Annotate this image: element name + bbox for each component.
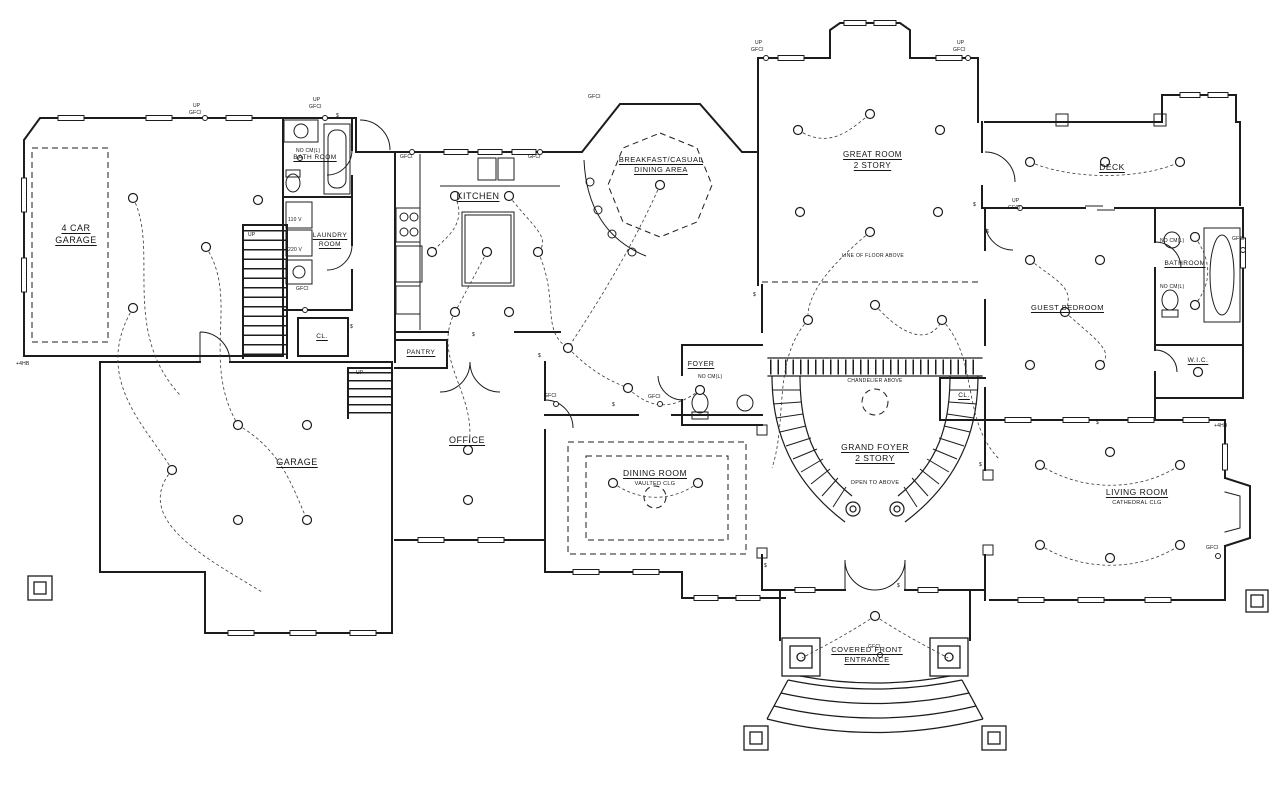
ceiling-lights: [127, 108, 1204, 622]
gfci-label: GFCI: [189, 110, 202, 116]
up-label: UP: [1012, 198, 1020, 204]
switch-symbol: $: [612, 402, 615, 408]
gfci-label: GFCI: [751, 47, 764, 53]
room-label-great-room: GREAT ROOM 2 STORY: [843, 150, 902, 170]
gfci-label: GFCI: [1008, 205, 1021, 211]
switch-symbol: $: [897, 583, 900, 589]
switch-symbol: $: [753, 292, 756, 298]
switch-symbol: $: [1096, 420, 1099, 426]
switch-symbol: $: [764, 563, 767, 569]
switch-symbol: $: [538, 353, 541, 359]
walls: [23, 22, 1251, 641]
room-label-office: OFFICE: [449, 435, 485, 445]
room-label-foyer: FOYER: [687, 361, 715, 368]
room-label-pantry: PANTRY: [406, 349, 436, 356]
room-sublabel-dining-ceiling: VAULTED CLG: [634, 481, 676, 487]
room-label-bath-room: BATH ROOM: [293, 154, 337, 161]
no-cml-label: NO CM(L): [698, 374, 723, 380]
grand-staircase: [771, 375, 979, 523]
room-label-breakfast-nook: BREAKFAST/CASUAL DINING AREA: [618, 155, 704, 175]
gfci-label: GFCI: [1232, 236, 1245, 242]
room-label-living-room: LIVING ROOM: [1105, 487, 1169, 497]
hose-bib-label: +4HB: [16, 361, 30, 367]
up-label: UP: [248, 232, 256, 238]
note-line-of-floor-above: LINE OF FLOOR ABOVE: [841, 253, 905, 259]
no-cml-label: NO CM(L): [1160, 284, 1185, 290]
gfci-label: GFCI: [309, 104, 322, 110]
door-swings: [199, 119, 1182, 591]
gfci-label: GFCI: [528, 154, 541, 160]
up-label: UP: [193, 103, 201, 109]
switch-symbol: $: [979, 462, 982, 468]
gfci-label: GFCI: [296, 286, 309, 292]
room-label-bathroom: BATHROOM: [1164, 260, 1206, 267]
room-label-entrance: COVERED FRONT ENTRANCE: [831, 645, 903, 665]
switch-symbol: $: [472, 332, 475, 338]
room-label-wic: W.I.C.: [1187, 357, 1209, 364]
room-label-garage: GARAGE: [276, 457, 318, 467]
room-label-closet-stairs: CL.: [958, 392, 970, 399]
up-label: UP: [957, 40, 965, 46]
no-cml-label: NO CM(L): [296, 148, 321, 154]
windows: [21, 20, 1246, 636]
room-sublabel-living-ceiling: CATHEDRAL CLG: [1112, 500, 1162, 506]
gfci-label: GFCI: [953, 47, 966, 53]
room-label-dining-room: DINING ROOM: [622, 468, 688, 478]
room-label-grand-foyer: GRAND FOYER 2 STORY: [841, 442, 909, 464]
room-label-closet-hall: CL.: [316, 333, 328, 340]
gfci-label: GFCI: [588, 94, 601, 100]
gfci-label: GFCI: [544, 393, 557, 399]
gfci-label: GFCI: [1206, 545, 1219, 551]
note-chandelier-above: CHANDELIER ABOVE: [847, 378, 903, 384]
switch-symbol: $: [350, 324, 353, 330]
room-label-four-car-garage: 4 CAR GARAGE: [55, 223, 97, 246]
entrance-steps: [27, 575, 1269, 751]
room-label-kitchen: KITCHEN: [456, 191, 500, 201]
up-label: UP: [313, 97, 321, 103]
no-cml-label: NO CM(L): [1160, 238, 1185, 244]
up-label: UP: [755, 40, 763, 46]
room-label-deck: DECK: [1099, 162, 1125, 172]
dashed-overlays: [31, 132, 978, 555]
note-open-to-above: OPEN TO ABOVE: [850, 480, 900, 486]
wiring-curves: [117, 113, 1208, 659]
fixtures: [283, 113, 1241, 559]
switch-symbol: $: [986, 229, 989, 235]
switch-symbol: $: [973, 202, 976, 208]
room-label-guest-bedroom: GUEST BEDROOM: [1030, 303, 1105, 312]
switch-symbol: $: [336, 113, 339, 119]
gfci-label: GFCI: [868, 644, 881, 650]
voltage-220-label: 220 V: [288, 247, 303, 253]
voltage-110-label: 110 V: [288, 217, 302, 223]
gfci-label: GFCI: [648, 394, 661, 400]
gfci-label: GFCI: [400, 154, 413, 160]
hose-bib-label: +4HB: [1214, 423, 1228, 429]
gfci-outlets: [202, 55, 1246, 658]
room-label-laundry-room: LAUNDRY ROOM: [312, 232, 348, 248]
up-label: UP: [356, 370, 364, 376]
stair-treads: [244, 230, 980, 416]
